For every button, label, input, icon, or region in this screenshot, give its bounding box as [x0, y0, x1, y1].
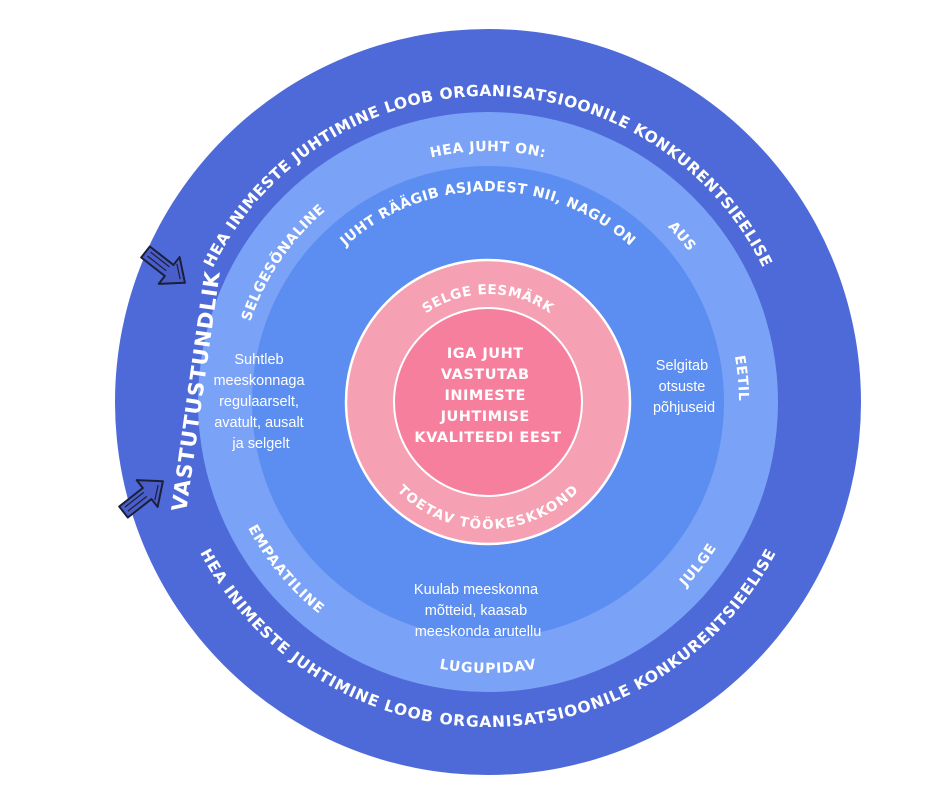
- right-description: Selgitab otsuste põhjuseid: [653, 358, 715, 416]
- core-text: IGA JUHT VASTUTAB INIMESTE JUHTIMISE KVA…: [414, 346, 561, 446]
- arrow-icon: [118, 479, 164, 519]
- core-circle: [393, 307, 583, 497]
- heading-hea-juht-on: HEA JUHT ON:: [429, 139, 548, 162]
- trait-lugupidav: LUGUPIDAV: [439, 656, 538, 676]
- bottom-description: Kuulab meeskonna mõtteid, kaasab meeskon…: [414, 582, 542, 640]
- left-description: Suhtleb meeskonnaga regulaarselt, avatul…: [213, 352, 308, 452]
- arrow-icon: [140, 245, 186, 285]
